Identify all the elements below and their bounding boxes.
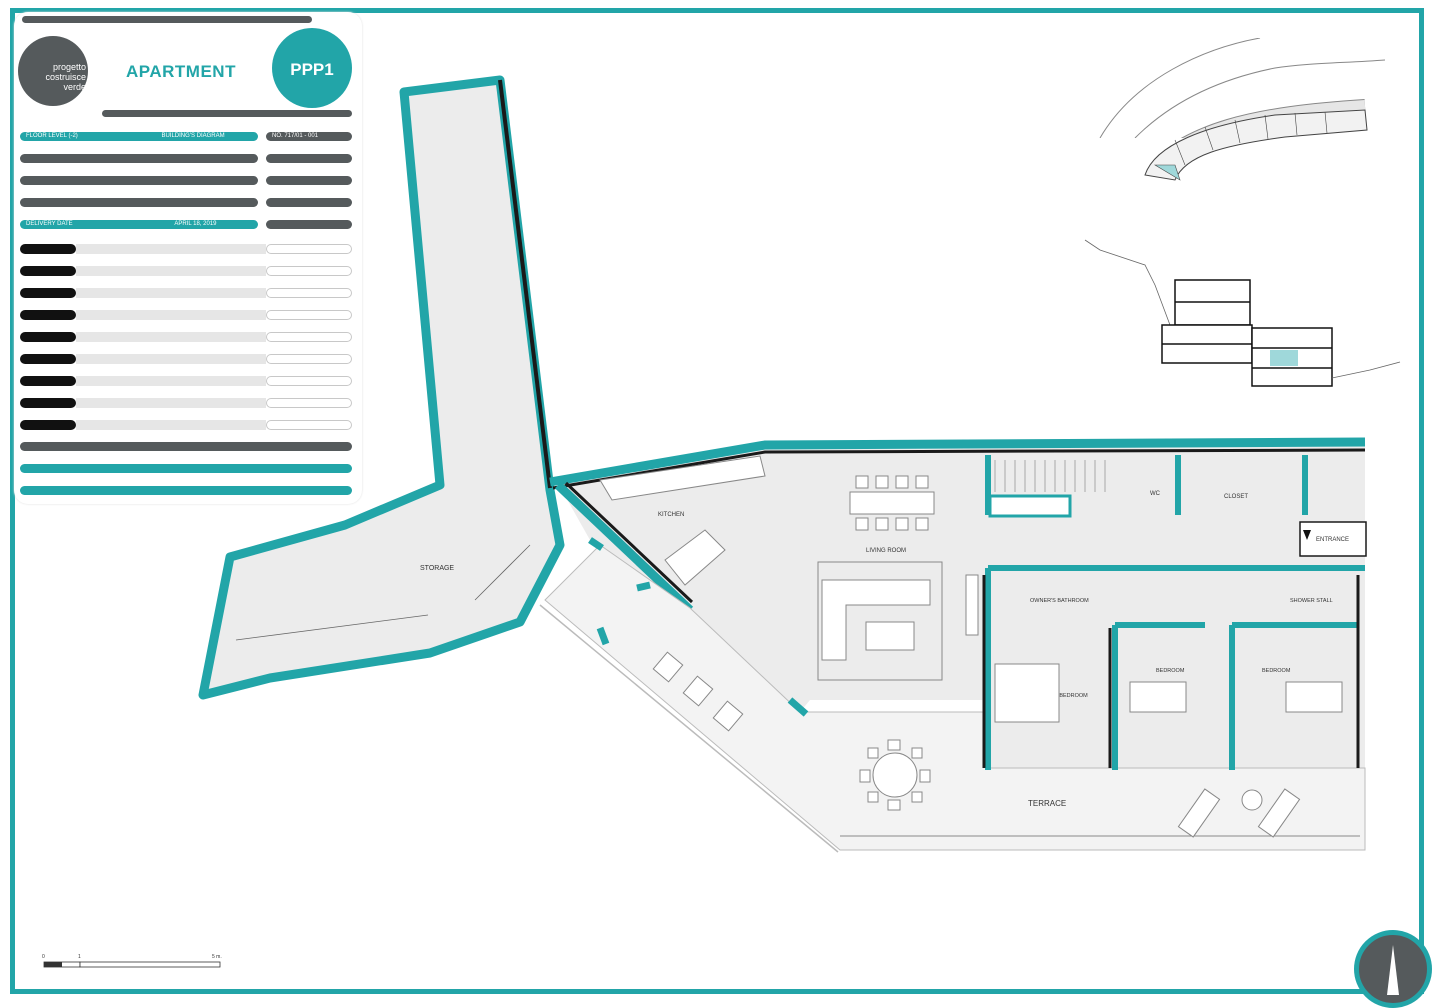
kitchen-diagonal-wall (554, 481, 694, 614)
title-block: progetto costruisce verde APARTMENT PPP1… (14, 12, 362, 504)
entrance-label: ENTRANCE (1316, 537, 1349, 543)
scale-bar (43, 961, 221, 968)
kitchen-label: KITCHEN (658, 512, 684, 518)
project-staff-bar (20, 198, 258, 207)
terrace-round-table (872, 752, 918, 798)
terrace-wall-a (588, 537, 604, 551)
notes-bar-1 (20, 442, 352, 451)
bedroom-2-label: BEDROOM (1262, 668, 1291, 674)
section-diagram-thumbnail (1084, 239, 1401, 387)
kitchen-island (664, 529, 726, 586)
terrace-wall-d (787, 697, 809, 717)
header-strip (22, 16, 312, 23)
project-bar (20, 176, 258, 185)
tv-unit (965, 574, 979, 636)
interior-walls (985, 455, 1365, 770)
logo-circle (18, 36, 88, 106)
lounge-chairs (652, 651, 744, 732)
owners-bedroom-label: OWNER'S BEDROOM (1032, 693, 1088, 699)
terrace-wall-c (636, 581, 651, 592)
client-bar (20, 154, 258, 163)
shower-stall-label: SHOWER STALL (1290, 598, 1333, 604)
living-rug (817, 561, 943, 681)
storage-black-wall (498, 79, 552, 489)
terrace-label: TERRACE (1028, 799, 1066, 808)
sunbed-1 (1177, 788, 1221, 838)
number-label: NO. 717/01 - 001 (272, 133, 319, 139)
sunbed-2 (1257, 788, 1301, 838)
living-room-label: LIVING ROOM (866, 548, 906, 554)
bedroom-1-bed (1129, 681, 1187, 713)
terrace-chairs (859, 739, 931, 811)
delivery-bar: DELIVERY DATE APRIL 18, 2019 (20, 220, 258, 229)
interior-walls-black (982, 575, 1360, 768)
floor-level-label: FLOOR LEVEL (-2) (26, 133, 78, 139)
diagram-label: BUILDING'S DIAGRAM (161, 133, 225, 139)
stair-landing (988, 494, 1072, 518)
revision-bar (266, 176, 352, 185)
entrance-arrow-icon (1303, 530, 1311, 540)
drawing-frame (10, 8, 1424, 994)
side-table (1241, 789, 1263, 811)
dining-table (849, 491, 935, 515)
bedroom-1-label: BEDROOM (1156, 668, 1185, 674)
owners-bathroom-label: OWNER'S BATHROOM (1030, 598, 1089, 604)
storage-dim-line-2 (474, 544, 531, 601)
storage-dim-line (235, 614, 429, 641)
logo-line-2: costruisce (45, 72, 86, 82)
closet-label: CLOSET (1224, 494, 1248, 500)
code-label: PPP1 (290, 60, 334, 79)
notes-bar-2 (20, 464, 352, 473)
staircase (994, 460, 1106, 492)
code-circle (272, 28, 352, 108)
site-plan-building (1144, 109, 1368, 181)
scale-start: 0 (42, 954, 45, 960)
logo-line-3: verde (63, 82, 86, 92)
dining-chairs (855, 475, 929, 531)
notes-bar-3 (20, 486, 352, 495)
address-strip (102, 110, 352, 117)
logo-line-1: progetto (52, 62, 86, 72)
coffee-table (865, 621, 915, 651)
number-bar: NO. 717/01 - 001 (266, 132, 352, 141)
delivery-label: DELIVERY DATE (26, 221, 73, 227)
owners-bed (994, 663, 1060, 723)
terrace-edge (539, 604, 839, 853)
scale-end: 5 m. (212, 954, 222, 960)
wc-label: WC (1150, 491, 1161, 497)
scale-mid: 1 (78, 954, 81, 960)
entrance-box (1299, 521, 1367, 557)
terrace-wall-b (596, 626, 610, 646)
floor-level-bar: FLOOR LEVEL (-2) BUILDING'S DIAGRAM (20, 132, 258, 141)
scale-bar-field (266, 198, 352, 207)
kitchen-diagonal-black (564, 481, 694, 604)
apartment-title: APARTMENT (126, 62, 236, 81)
format-bar (266, 154, 352, 163)
logo-text: progetto costruisce verde (44, 62, 86, 92)
delivery-date: APRIL 18, 2019 (174, 221, 217, 227)
apartment-north-wall (549, 437, 1366, 487)
bedroom-2-bed (1285, 681, 1343, 713)
storage-label: STORAGE (420, 565, 454, 572)
drawing-date-bar (266, 220, 352, 229)
sofa (821, 579, 931, 661)
kitchen-counter (599, 455, 766, 501)
north-arrow-icon (1354, 930, 1432, 1008)
